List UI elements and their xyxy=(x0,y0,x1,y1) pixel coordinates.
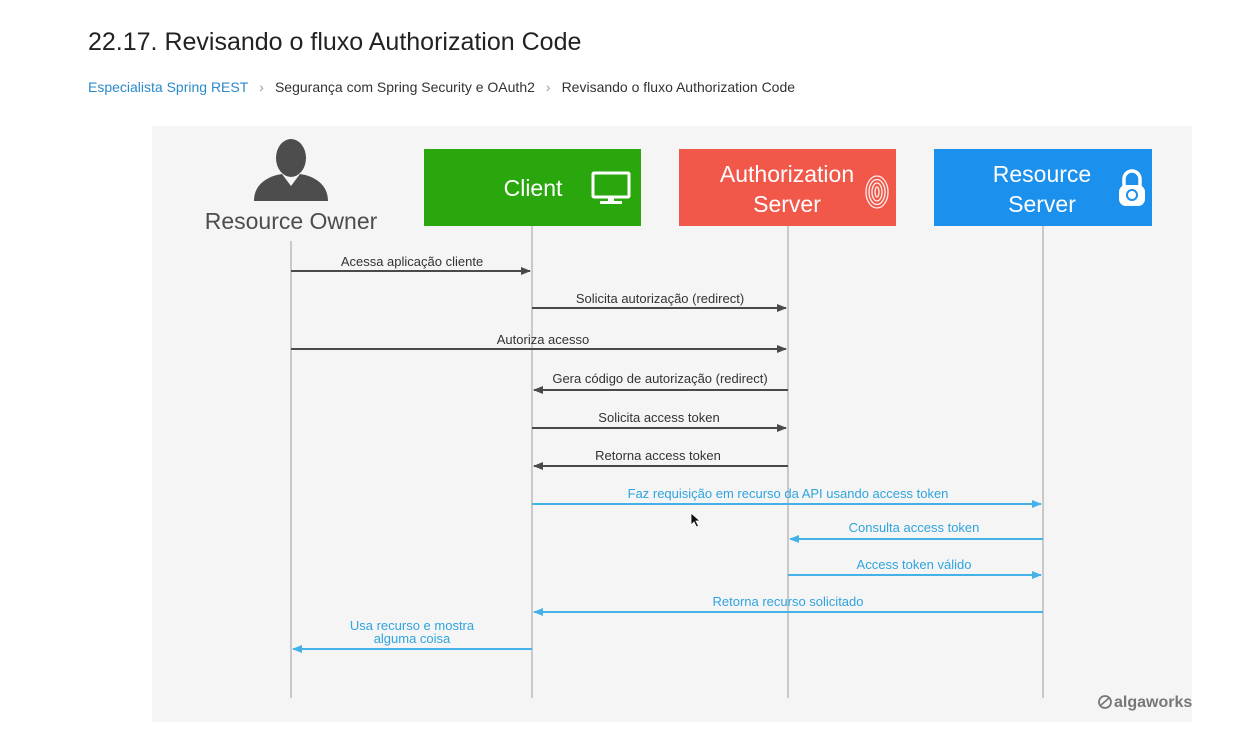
actor-authorization-server-box: Authorization Server xyxy=(679,149,896,226)
message-9-label: Access token válido xyxy=(857,557,972,572)
brand-label: algaworks xyxy=(1114,694,1192,711)
message-6-label: Retorna access token xyxy=(595,448,721,463)
actor-authorization-label-line1: Authorization xyxy=(720,161,854,187)
message-2: Solicita autorização (redirect) xyxy=(532,291,787,312)
actor-resource-label-line1: Resource xyxy=(993,161,1091,187)
message-5: Solicita access token xyxy=(532,410,787,432)
actor-resource-server-box: Resource Server xyxy=(934,149,1152,226)
actor-resource-label-line2: Server xyxy=(1008,191,1076,217)
chevron-right-icon: › xyxy=(545,79,551,95)
actor-authorization-label-line2: Server xyxy=(753,191,821,217)
message-4: Gera código de autorização (redirect) xyxy=(533,371,788,394)
breadcrumb-course-link[interactable]: Especialista Spring REST xyxy=(88,79,249,95)
monitor-icon xyxy=(591,171,631,204)
algaworks-logo-icon xyxy=(1098,695,1112,709)
breadcrumb-current-lesson: Revisando o fluxo Authorization Code xyxy=(561,79,796,95)
chevron-right-icon: › xyxy=(259,79,264,95)
message-11-label-line2: alguma coisa xyxy=(374,631,451,646)
message-3-label: Autoriza acesso xyxy=(497,332,590,347)
mouse-pointer-icon xyxy=(690,512,702,528)
message-4-label: Gera código de autorização (redirect) xyxy=(552,371,767,386)
message-8: Consulta access token xyxy=(789,520,1043,543)
message-8-label: Consulta access token xyxy=(849,520,980,535)
lock-icon xyxy=(1119,169,1145,206)
message-7-label: Faz requisição em recurso da API usando … xyxy=(628,486,949,501)
message-11-label-line1: Usa recurso e mostra xyxy=(350,618,475,633)
sequence-diagram: Resource Owner Client Authorization Serv… xyxy=(152,126,1192,722)
actor-client-label: Client xyxy=(504,175,563,201)
message-3: Autoriza acesso xyxy=(291,332,787,353)
breadcrumb: Especialista Spring REST › Segurança com… xyxy=(88,79,795,95)
page-title: 22.17. Revisando o fluxo Authorization C… xyxy=(88,28,582,56)
message-2-label: Solicita autorização (redirect) xyxy=(576,291,744,306)
message-10: Retorna recurso solicitado xyxy=(533,594,1043,616)
message-5-label: Solicita access token xyxy=(598,410,719,425)
actor-client-box: Client xyxy=(424,149,641,226)
fingerprint-icon xyxy=(865,175,889,209)
message-11: Usa recurso e mostra alguma coisa xyxy=(292,618,532,653)
message-7: Faz requisição em recurso da API usando … xyxy=(532,486,1042,508)
message-1-label: Acessa aplicação cliente xyxy=(341,254,483,269)
person-icon xyxy=(254,139,328,201)
message-10-label: Retorna recurso solicitado xyxy=(712,594,863,609)
message-9: Access token válido xyxy=(788,557,1042,579)
actor-resource-owner-label: Resource Owner xyxy=(205,208,378,234)
message-6: Retorna access token xyxy=(533,448,788,470)
sequence-diagram-svg: Resource Owner Client Authorization Serv… xyxy=(205,139,1192,711)
breadcrumb-module: Segurança com Spring Security e OAuth2 xyxy=(274,79,535,95)
message-1: Acessa aplicação cliente xyxy=(291,254,531,275)
